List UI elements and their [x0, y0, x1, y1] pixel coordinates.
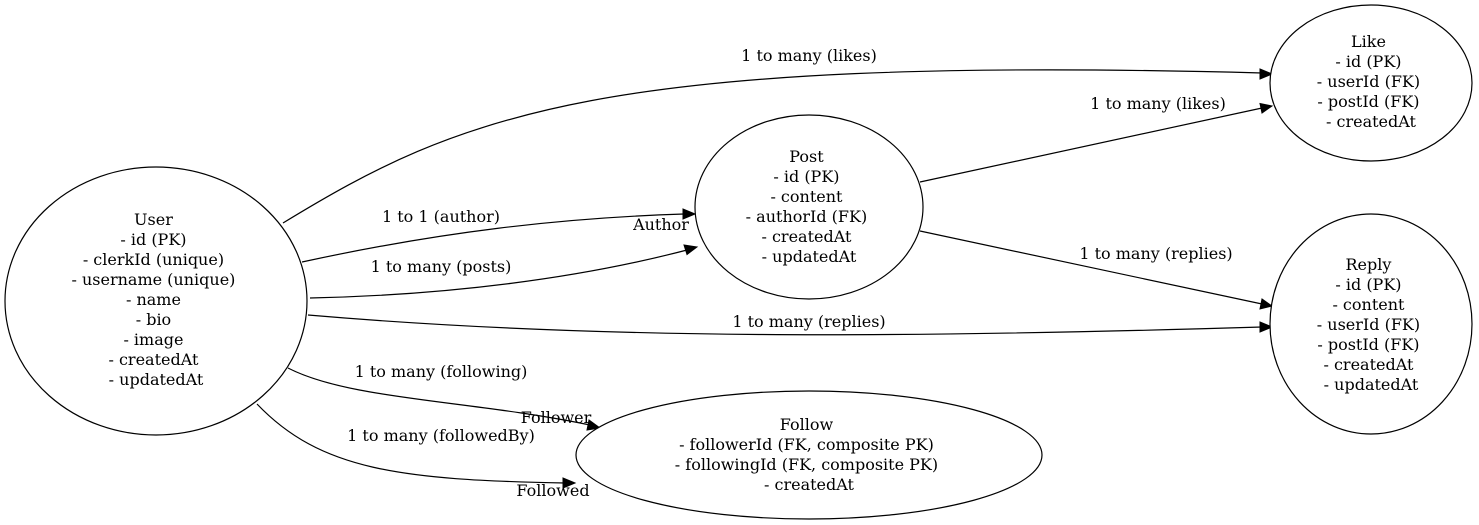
entity-field: - updatedAt: [109, 370, 204, 389]
arrow-head: [586, 419, 602, 431]
entity-text: Like - id (PK) - userId (FK) - postId (F…: [1317, 32, 1425, 131]
arrow-head: [1259, 298, 1274, 310]
arrow-head: [682, 208, 697, 220]
entity-ellipse: [1269, 213, 1473, 435]
arrow-head: [1259, 321, 1274, 333]
entity-ellipse: [694, 114, 924, 300]
arrow-head: [1259, 102, 1274, 114]
edge-user-post-author: 1 to 1 (author) Author: [301, 207, 697, 263]
edge-line: [282, 69, 1263, 224]
entity-title: Like: [1351, 32, 1386, 51]
edge-head-label: Author: [632, 215, 689, 234]
edge-post-reply: 1 to many (replies): [919, 230, 1274, 310]
reply-entity-node: Reply - id (PK) - content - userId (FK) …: [1269, 213, 1473, 435]
edge-line: [919, 230, 1263, 305]
entity-field: - content: [770, 187, 843, 206]
edge-user-like: 1 to many (likes): [282, 46, 1274, 224]
entity-field: - postId (FK): [1317, 92, 1419, 111]
entity-text: User - id (PK) - clerkId (unique) - user…: [71, 210, 240, 389]
edge-label: 1 to many (posts): [371, 257, 512, 276]
entity-field: - authorId (FK): [746, 207, 868, 226]
entity-field: - createdAt: [1326, 112, 1417, 131]
edge-line: [287, 367, 591, 426]
entity-text: Reply - id (PK) - content - userId (FK) …: [1317, 255, 1425, 394]
entity-field: - bio: [136, 310, 171, 329]
like-entity-node: Like - id (PK) - userId (FK) - postId (F…: [1269, 4, 1473, 162]
entity-ellipse: [1269, 4, 1473, 162]
edge-label: 1 to many (likes): [1090, 94, 1226, 113]
entity-title: Reply: [1345, 255, 1391, 274]
entity-field: - updatedAt: [1324, 375, 1419, 394]
entity-field: - createdAt: [108, 350, 199, 369]
entity-title: Post: [789, 147, 824, 166]
entity-text: Post - id (PK) - content - authorId (FK)…: [746, 147, 873, 266]
entity-field: - createdAt: [764, 475, 855, 494]
user-entity-node: User - id (PK) - clerkId (unique) - user…: [4, 166, 308, 436]
entity-field: - createdAt: [761, 227, 852, 246]
edge-line: [309, 249, 688, 299]
edge-user-follow-following: 1 to many (following) Follower: [287, 362, 602, 431]
edge-user-reply: 1 to many (replies): [307, 312, 1274, 336]
edge-label: 1 to many (followedBy): [347, 426, 535, 445]
edge-head-label: Followed: [516, 481, 589, 500]
edge-label: 1 to 1 (author): [382, 207, 500, 226]
edge-line: [256, 403, 566, 484]
edge-label: 1 to many (following): [355, 362, 528, 381]
edge-head-label: Follower: [521, 408, 592, 427]
entity-field: - postId (FK): [1317, 335, 1419, 354]
post-entity-node: Post - id (PK) - content - authorId (FK)…: [694, 114, 924, 300]
edge-label: 1 to many (likes): [741, 46, 877, 65]
entity-field: - updatedAt: [762, 247, 857, 266]
entity-ellipse: [575, 390, 1043, 520]
entity-field: - content: [1332, 295, 1405, 314]
edge-line: [919, 107, 1263, 183]
edge-post-like: 1 to many (likes): [919, 94, 1274, 183]
entity-field: - image: [123, 330, 183, 349]
entity-field: - createdAt: [1323, 355, 1414, 374]
edge-label: 1 to many (replies): [732, 312, 885, 331]
entity-title: User: [134, 210, 173, 229]
arrow-head: [1259, 68, 1274, 80]
edge-user-post-posts: 1 to many (posts): [309, 244, 699, 299]
entity-field: - name: [126, 290, 181, 309]
edge-line: [301, 213, 685, 263]
entity-field: - userId (FK): [1317, 315, 1420, 334]
arrow-head: [562, 477, 577, 489]
entity-field: - id (PK): [773, 167, 839, 186]
follow-entity-node: Follow - followerId (FK, composite PK) -…: [575, 390, 1043, 520]
entity-field: - id (PK): [1335, 275, 1401, 294]
entity-field: - followingId (FK, composite PK): [675, 455, 938, 474]
entity-field: - userId (FK): [1317, 72, 1420, 91]
entity-field: - followerId (FK, composite PK): [679, 435, 934, 454]
edge-label: 1 to many (replies): [1079, 244, 1232, 263]
edge-line: [307, 314, 1263, 336]
entity-field: - username (unique): [71, 270, 235, 289]
entity-text: Follow - followerId (FK, composite PK) -…: [675, 415, 943, 494]
entity-field: - id (PK): [1335, 52, 1401, 71]
arrow-head: [683, 244, 699, 256]
entity-ellipse: [4, 166, 308, 436]
entity-field: - clerkId (unique): [83, 250, 224, 269]
entity-field: - id (PK): [120, 230, 186, 249]
edge-user-follow-followedby: 1 to many (followedBy) Followed: [256, 403, 590, 500]
entity-title: Follow: [780, 415, 834, 434]
